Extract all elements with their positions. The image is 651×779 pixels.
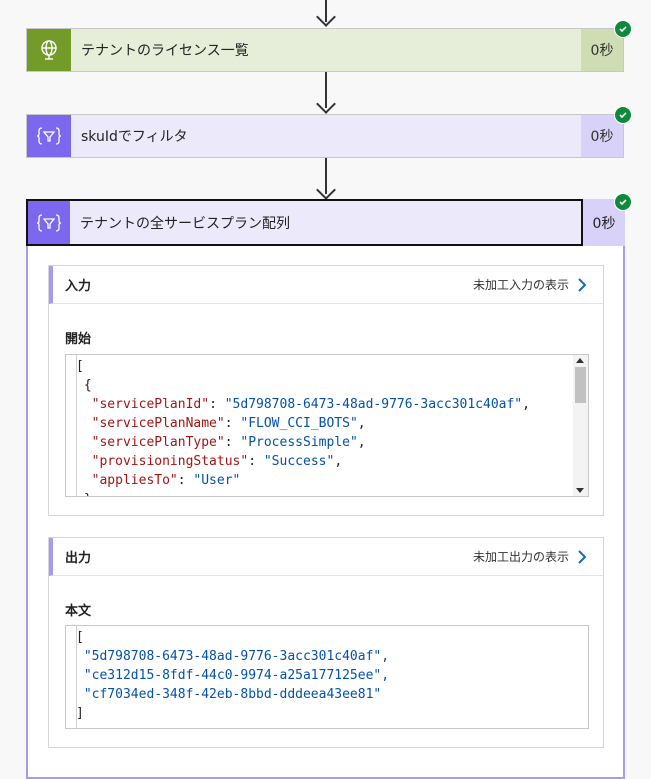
step-duration: 0秒 — [583, 199, 625, 246]
output-section-header: 出力 未加工出力の表示 — [49, 538, 603, 576]
code-line: ] — [76, 706, 84, 721]
output-code-viewer[interactable]: [ "5d798708-6473-48ad-9776-3acc301c40af"… — [65, 625, 589, 729]
start-field-label: 開始 — [65, 332, 92, 347]
code-line: }, — [66, 490, 588, 496]
code-line: "cf7034ed-348f-42eb-8bbd-dddeea43ee81" — [83, 687, 382, 702]
step-all-service-plans[interactable]: テナントの全サービスプラン配列 0秒 — [26, 199, 625, 246]
code-gutter — [76, 355, 77, 496]
step-title: skuIdでフィルタ — [71, 115, 581, 157]
step-filter-skuid[interactable]: skuIdでフィルタ 0秒 — [26, 114, 624, 158]
code-line: [ — [76, 630, 84, 645]
arrow-down-icon — [316, 94, 336, 114]
code-line: "servicePlanType": "ProcessSimple", — [91, 435, 366, 450]
code-line: "servicePlanName": "FLOW_CCI_BOTS", — [91, 416, 366, 431]
code-line: "servicePlanId": "5d798708-6473-48ad-977… — [91, 397, 530, 412]
code-line: "5d798708-6473-48ad-9776-3acc301c40af", — [83, 649, 390, 664]
show-raw-output-link[interactable]: 未加工出力の表示 — [473, 548, 587, 565]
show-raw-input-link[interactable]: 未加工入力の表示 — [473, 276, 587, 293]
scroll-thumb[interactable] — [575, 367, 586, 403]
code-scrollbar[interactable] — [573, 355, 588, 496]
code-line: "appliesTo": "User" — [91, 473, 241, 488]
success-check-icon — [614, 106, 632, 124]
show-raw-input-text: 未加工入力の表示 — [472, 278, 569, 292]
output-section: 出力 未加工出力の表示 本文 [ "5d798708-6473-48ad-977… — [48, 537, 604, 748]
globe-icon — [27, 29, 71, 71]
output-label: 出力 — [65, 551, 92, 566]
input-label: 入力 — [65, 279, 92, 294]
scroll-down-icon[interactable] — [576, 488, 584, 493]
chevron-right-icon — [578, 277, 587, 292]
step-title: テナントのライセンス一覧 — [71, 29, 581, 71]
code-line: { — [83, 378, 92, 393]
body-field-label: 本文 — [65, 604, 92, 619]
connector-line — [325, 72, 327, 108]
connector-line — [325, 158, 327, 194]
code-line: [ — [76, 359, 84, 374]
arrow-down-icon — [316, 180, 336, 200]
code-line: "provisioningStatus": "Success", — [91, 454, 343, 469]
code-line: "ce312d15-8fdf-44c0-9974-a25a177125ee", — [83, 668, 390, 683]
connector-line — [325, 0, 327, 22]
filter-array-icon — [27, 115, 71, 157]
arrow-down-icon — [316, 7, 336, 27]
success-check-icon — [614, 20, 632, 38]
scroll-up-icon[interactable] — [576, 358, 584, 363]
chevron-right-icon — [578, 549, 587, 564]
code-gutter — [76, 626, 77, 728]
step-list-licenses[interactable]: テナントのライセンス一覧 0秒 — [26, 28, 624, 72]
filter-array-icon — [26, 199, 70, 246]
input-section-header: 入力 未加工入力の表示 — [49, 266, 603, 304]
success-check-icon — [614, 193, 632, 211]
step-duration: 0秒 — [581, 115, 623, 157]
input-section: 入力 未加工入力の表示 開始 [ { "servicePlanId": "5d7… — [48, 265, 604, 516]
input-code-viewer[interactable]: [ { "servicePlanId": "5d798708-6473-48ad… — [65, 354, 589, 497]
show-raw-output-text: 未加工出力の表示 — [472, 550, 569, 564]
step-title: テナントの全サービスプラン配列 — [70, 199, 583, 246]
step-duration: 0秒 — [581, 29, 623, 71]
